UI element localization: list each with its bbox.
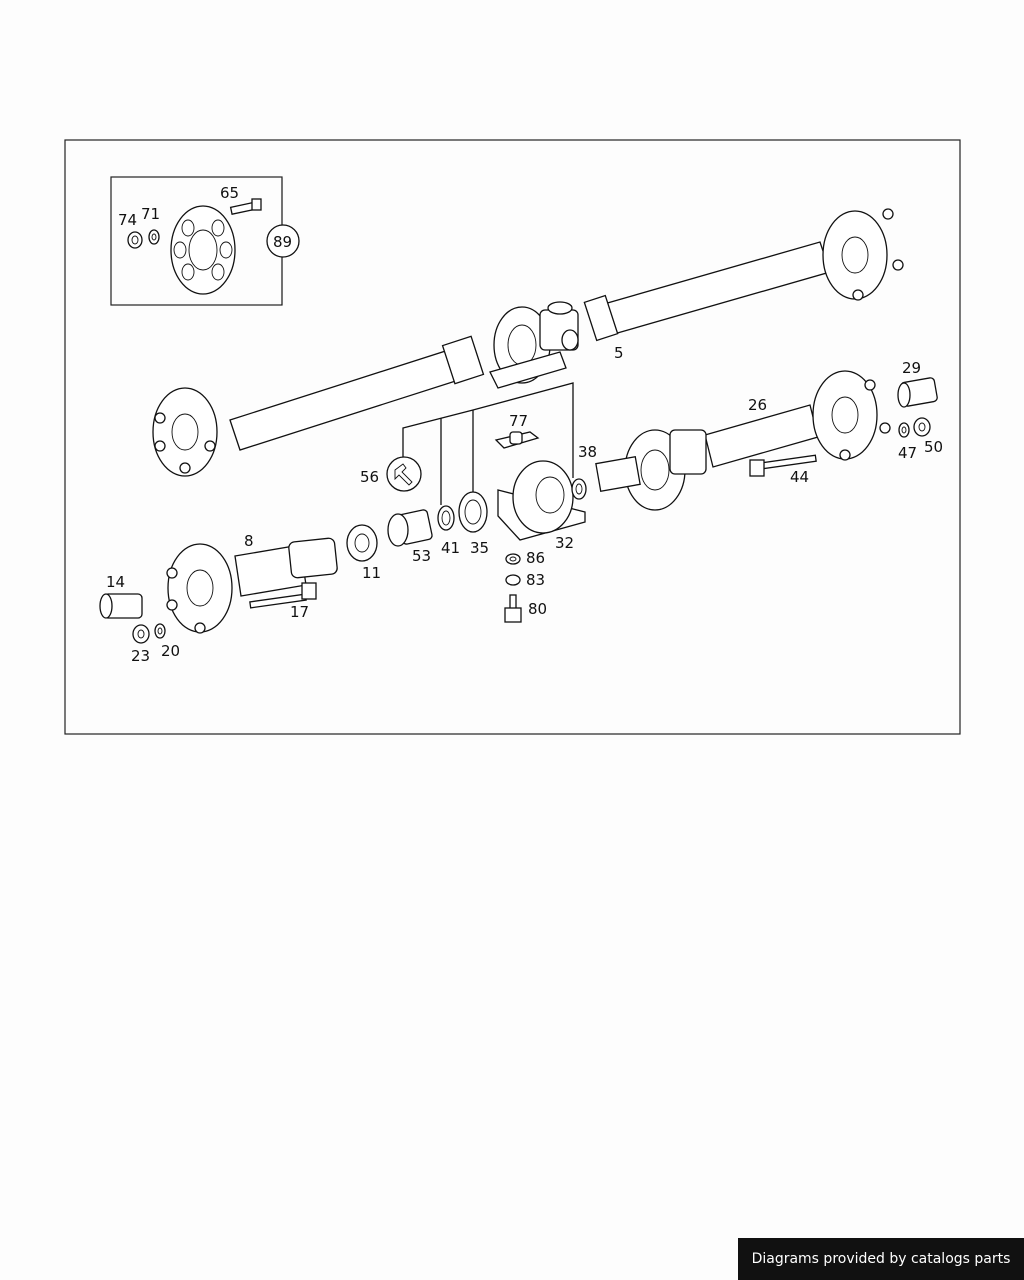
inset-bolt [229,198,262,215]
callout-89: 89 [273,233,292,251]
sleeve-53 [387,509,433,547]
ring-38 [571,478,587,500]
flex-disc-left [152,387,218,477]
bolt-17 [249,582,317,609]
flex-disc-rear-right [812,370,891,461]
nut-23 [132,624,150,644]
callout-23: 23 [131,647,150,665]
callout-17: 17 [290,603,309,621]
diagram-frame [64,139,961,735]
footer-credit-badge: Diagrams provided by catalogs parts [738,1238,1024,1280]
callout-44: 44 [790,468,809,486]
washer-47 [898,422,910,438]
nut-11 [346,524,378,562]
inset-flex-disc [170,205,236,295]
rear-shaft [595,404,819,511]
bolt-80 [504,594,522,623]
center-bearing-upper [489,306,567,389]
spring-washer-83 [505,574,521,586]
bolt-44 [749,454,817,477]
callout-50: 50 [924,438,943,456]
callout-71: 71 [141,205,160,223]
callout-80: 80 [528,600,547,618]
callout-65: 65 [220,184,239,202]
callout-38: 38 [578,443,597,461]
callout-35: 35 [470,539,489,557]
bushing-29 [897,377,938,408]
callout-26: 26 [748,396,767,414]
bracket-77 [494,431,540,449]
callout-32: 32 [555,534,574,552]
callout-53: 53 [412,547,431,565]
footer-credit-text: Diagrams provided by catalogs parts [751,1251,1011,1267]
inset-nut [127,231,143,249]
washer-20 [154,623,166,639]
callout-11: 11 [362,564,381,582]
flex-disc-front [166,543,233,634]
ball-bearing-35 [458,491,488,533]
callout-8: 8 [244,532,254,550]
callout-20: 20 [161,642,180,660]
callout-56: 56 [360,468,379,486]
callout-41: 41 [441,539,460,557]
bearing-support-32 [497,460,586,541]
ring-41 [437,505,455,531]
callout-29: 29 [902,359,921,377]
callout-14: 14 [106,573,125,591]
callout-5: 5 [614,344,624,362]
washer-86 [505,553,521,565]
callout-74: 74 [118,211,137,229]
front-shaft [234,537,338,597]
leader-lines [402,382,574,505]
flex-disc-upper-right [822,208,904,301]
kit-circle [266,224,300,258]
wrench-circle-icon [386,456,422,492]
callout-77: 77 [509,412,528,430]
nut-50 [913,417,931,437]
inset-washer [148,229,160,245]
callout-86: 86 [526,549,545,567]
bushing-14 [99,593,143,619]
callout-47: 47 [898,444,917,462]
main-drive-shaft [229,241,831,451]
callout-83: 83 [526,571,545,589]
universal-joint-upper [539,301,579,351]
